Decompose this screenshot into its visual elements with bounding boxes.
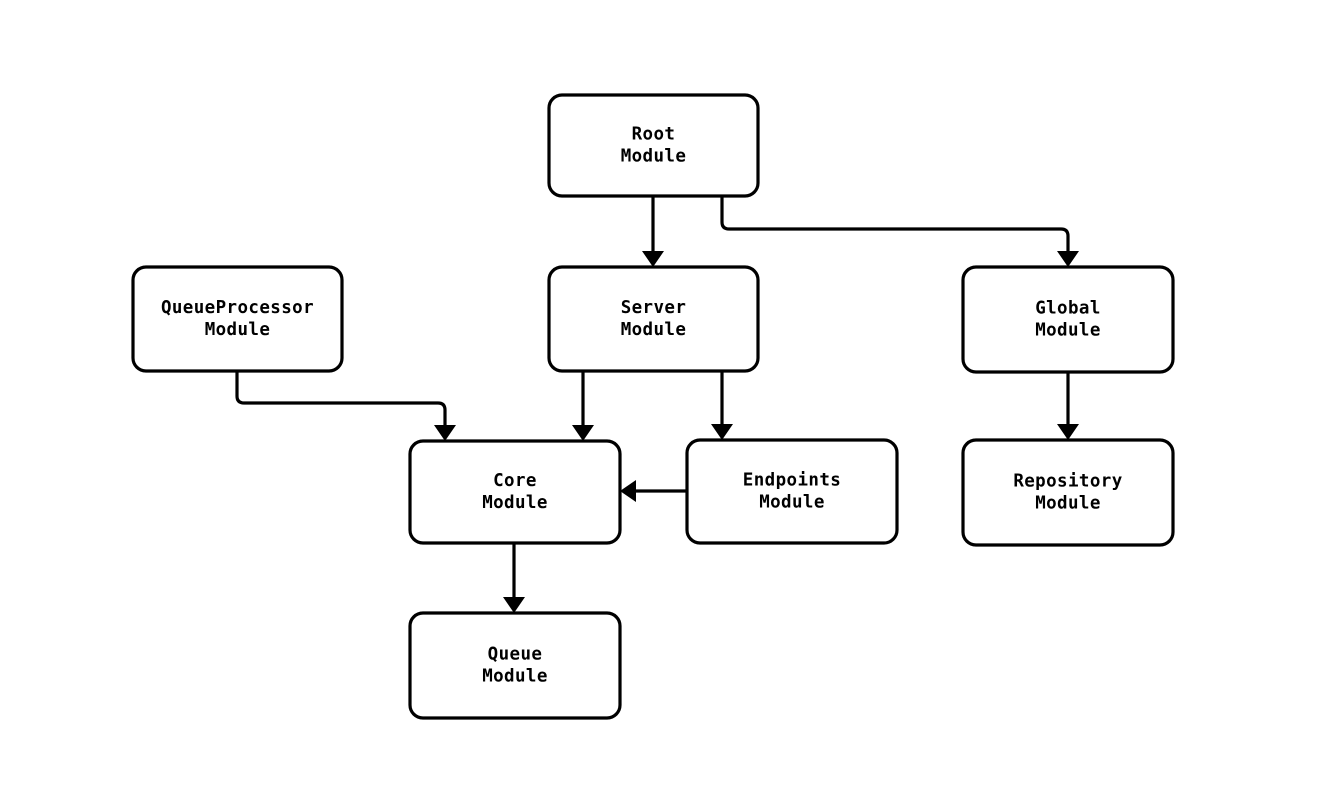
node-label-line2: Module (759, 493, 825, 513)
edge-queueprocessor-to-core (235, 371, 456, 441)
node-label-line2: Module (621, 147, 687, 167)
edge-line (235, 371, 447, 432)
node-box[interactable] (547, 93, 760, 198)
node-label-line2: Module (205, 320, 271, 340)
node-box[interactable] (961, 438, 1175, 547)
arrow-head-icon (1057, 424, 1079, 440)
edge-root-to-global (720, 196, 1079, 267)
node-label-line1: Queue (488, 645, 543, 665)
node-label-line1: Repository (1013, 472, 1122, 492)
arrow-head-icon (711, 424, 733, 440)
edge-endpoints-to-core (620, 480, 687, 502)
edge-global-to-repository (1057, 372, 1079, 440)
edge-line (720, 196, 1070, 258)
node-label-line1: QueueProcessor (161, 298, 314, 318)
node-box[interactable] (408, 611, 622, 720)
edges-layer (235, 196, 1079, 613)
node-label-line2: Module (621, 320, 687, 340)
arrow-head-icon (503, 597, 525, 613)
edge-server-to-core (572, 371, 594, 441)
node-box[interactable] (961, 265, 1175, 374)
edge-server-to-endpoints (711, 371, 733, 440)
arrow-head-icon (434, 425, 456, 441)
node-label-line1: Endpoints (743, 471, 841, 491)
node-box[interactable] (547, 265, 760, 373)
arrow-head-icon (620, 480, 636, 502)
arrow-head-icon (1057, 251, 1079, 267)
node-label-line1: Server (621, 298, 687, 318)
nodes-layer: RootModuleQueueProcessorModuleServerModu… (131, 93, 1175, 720)
edge-core-to-queue (503, 543, 525, 613)
node-box[interactable] (131, 265, 344, 373)
node-label-line1: Core (493, 471, 537, 491)
arrow-head-icon (572, 425, 594, 441)
node-label-line2: Module (1035, 494, 1101, 514)
node-label-line2: Module (1035, 321, 1101, 341)
node-label-line1: Root (632, 125, 676, 145)
node-label-line2: Module (482, 667, 548, 687)
node-box[interactable] (685, 438, 899, 545)
node-label-line1: Global (1035, 299, 1101, 319)
node-label-line2: Module (482, 493, 548, 513)
node-box[interactable] (408, 439, 622, 545)
edge-root-to-server (642, 196, 664, 267)
arrow-head-icon (642, 251, 664, 267)
